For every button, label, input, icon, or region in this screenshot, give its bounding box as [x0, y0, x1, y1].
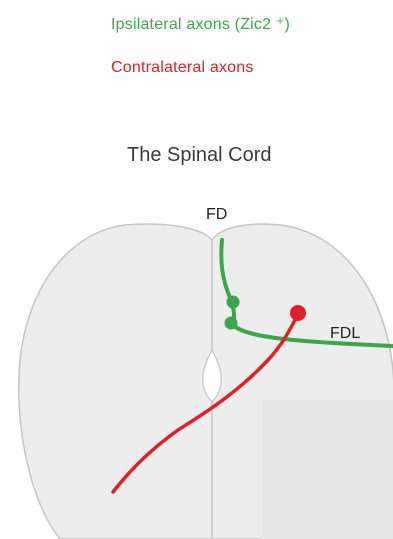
fdl-label: FDL: [330, 325, 360, 342]
lateral-shading: [262, 400, 393, 539]
ipsilateral-soma-upper: [227, 296, 240, 309]
ipsilateral-soma-lower: [225, 317, 238, 330]
fd-label: FD: [206, 206, 227, 223]
contralateral-soma: [290, 305, 306, 321]
